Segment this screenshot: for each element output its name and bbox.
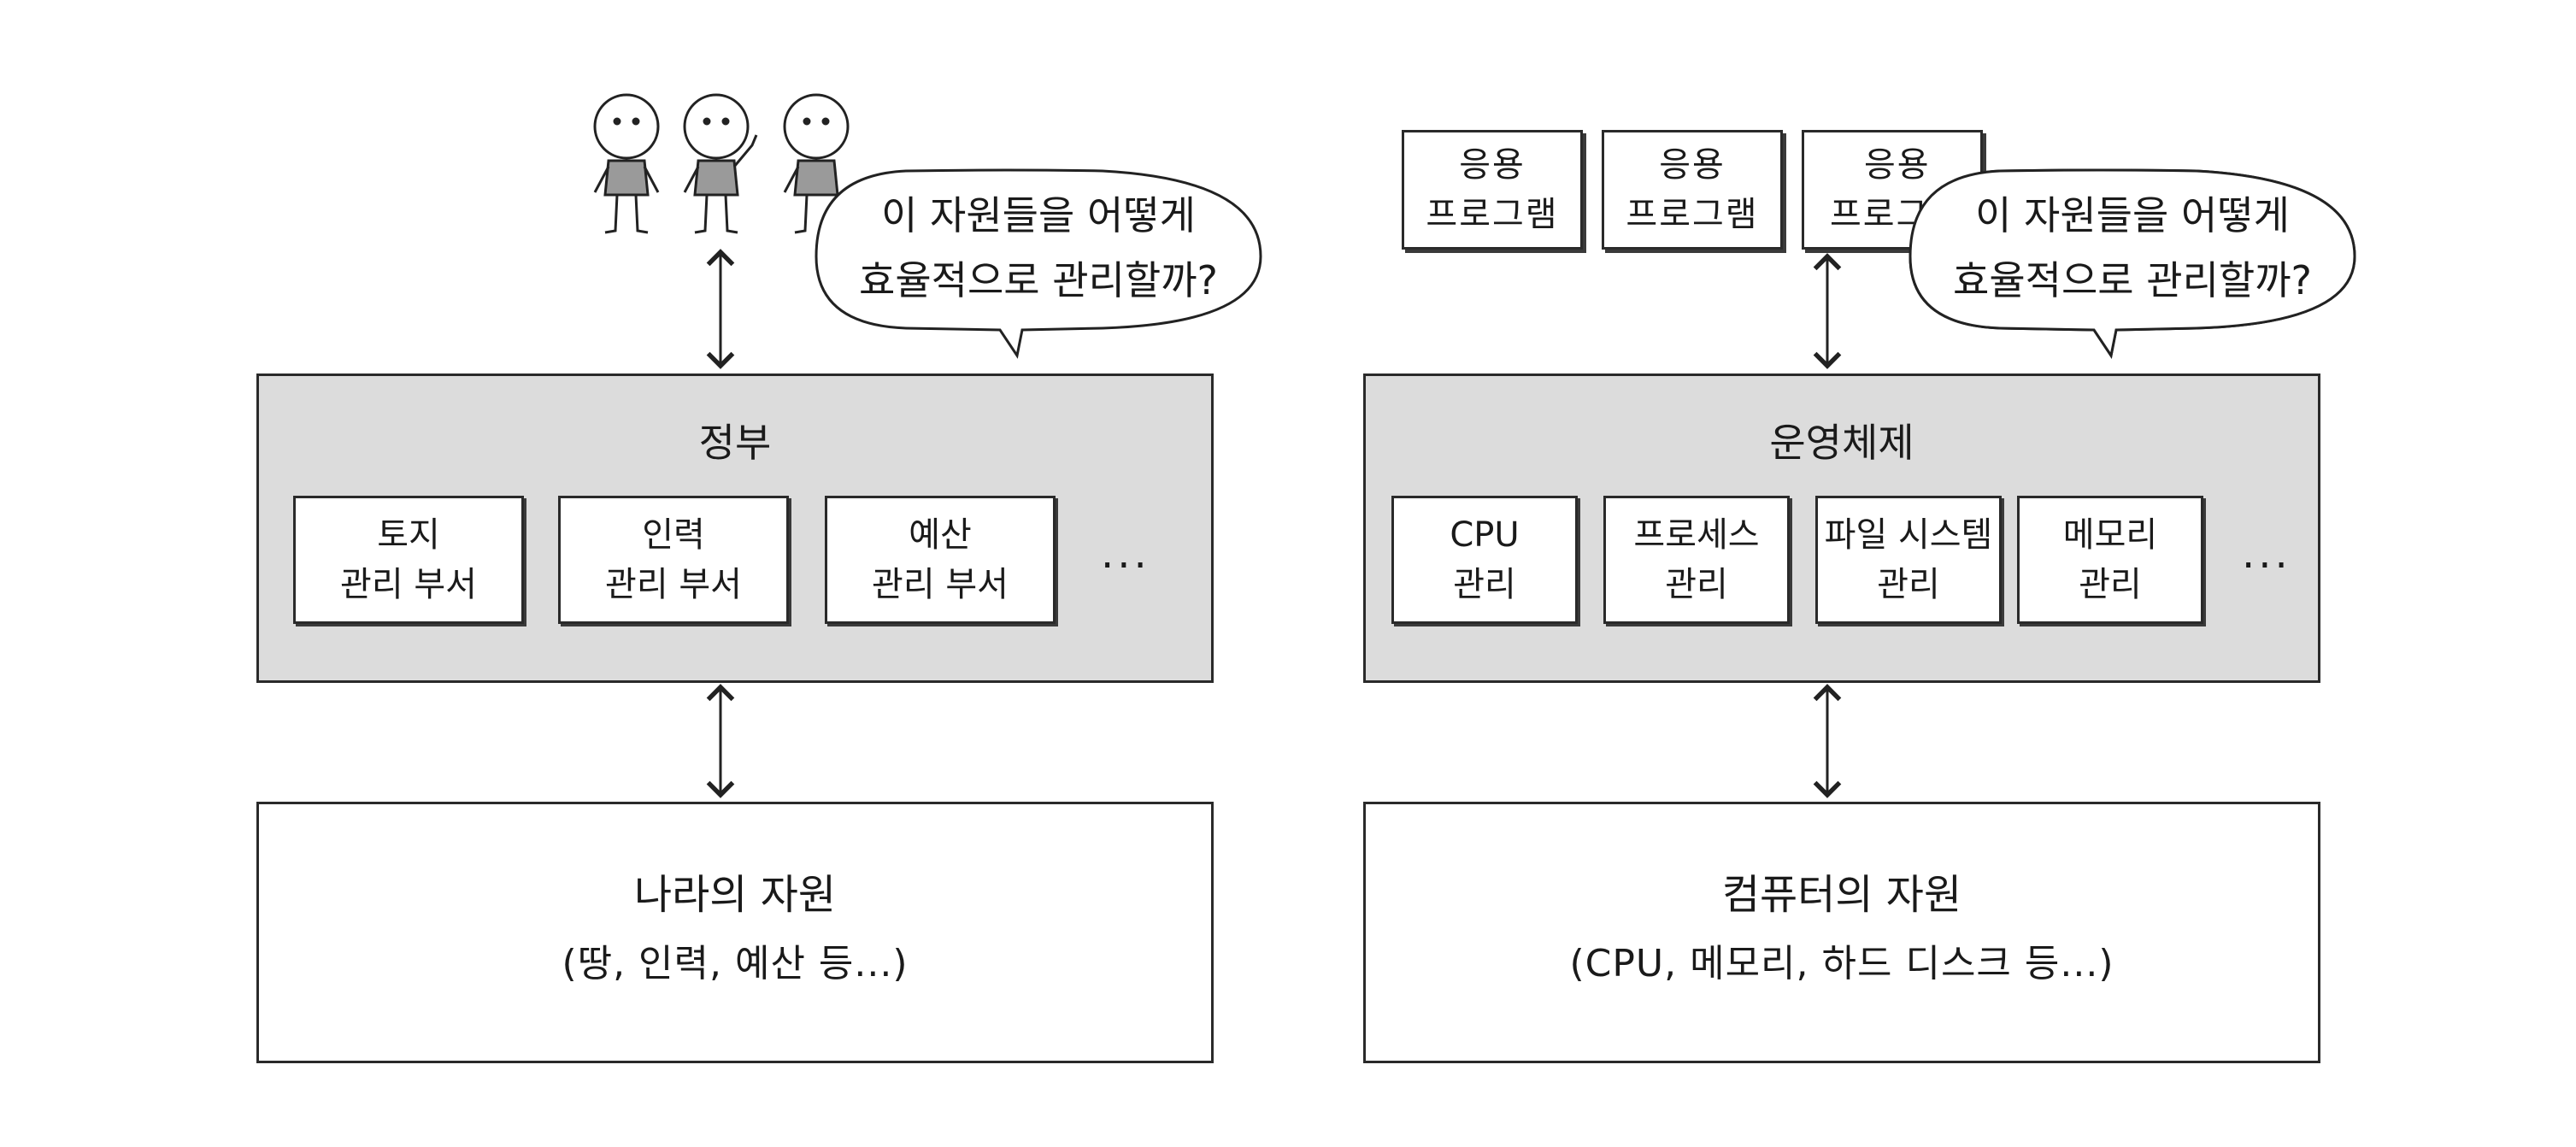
- computer-resources-box: 컴퓨터의 자원 (CPU, 메모리, 하드 디스크 등...): [1363, 802, 2320, 1063]
- application-label: 프로그: [1830, 195, 1930, 234]
- module-label: 메모리: [2062, 515, 2158, 555]
- government-title: 정부: [698, 420, 772, 466]
- ellipsis: ...: [2242, 530, 2291, 578]
- module-label: 관리: [2079, 565, 2142, 604]
- speech-bubble: [815, 168, 1262, 359]
- application-label: 응용: [1459, 145, 1526, 185]
- resources-title: 나라의 자원: [633, 871, 837, 919]
- application-box: 응용 프로그램: [1602, 130, 1783, 250]
- os-title: 운영체제: [1769, 420, 1914, 466]
- application-box: 응용 프로그램: [1402, 130, 1583, 250]
- module-label: 파일 시스템: [1824, 515, 1993, 555]
- module-box: 파일 시스템 관리: [1815, 496, 2002, 624]
- resources-detail: (땅, 인력, 예산 등...): [562, 942, 909, 985]
- left-bubble-text: 이 자원들을 어떻게 효율적으로 관리할까?: [833, 183, 1244, 313]
- right-bubble-text: 이 자원들을 어떻게 효율적으로 관리할까?: [1927, 183, 2338, 313]
- ellipsis: ...: [1101, 530, 1150, 578]
- module-label: 관리: [1877, 565, 1940, 604]
- bubble-line: 이 자원들을 어떻게: [1975, 192, 2290, 238]
- os-box: 운영체제 CPU 관리 프로세스 관리 파일 시스템 관리 메모리 관리 ...: [1363, 374, 2320, 683]
- department-label: 토지: [377, 515, 440, 555]
- department-label: 예산: [909, 515, 972, 555]
- module-label: 관리: [1665, 565, 1728, 604]
- person-icon: [683, 93, 758, 234]
- department-box: 예산 관리 부서: [825, 496, 1056, 624]
- module-box: 메모리 관리: [2017, 496, 2203, 624]
- department-box: 인력 관리 부서: [558, 496, 789, 624]
- application-label: 프로그램: [1426, 195, 1559, 234]
- department-label: 관리 부서: [605, 565, 742, 604]
- resources-detail: (CPU, 메모리, 하드 디스크 등...): [1569, 942, 2114, 985]
- module-label: 관리: [1453, 565, 1516, 604]
- person-icon: [783, 93, 850, 234]
- bubble-line: 이 자원들을 어떻게: [881, 192, 1196, 238]
- country-resources-box: 나라의 자원 (땅, 인력, 예산 등...): [256, 802, 1214, 1063]
- bubble-line: 효율적으로 관리할까?: [859, 257, 1218, 303]
- application-label: 프로그램: [1626, 195, 1759, 234]
- person-icon: [593, 93, 660, 234]
- department-label: 관리 부서: [872, 565, 1009, 604]
- module-label: 프로세스: [1633, 515, 1760, 555]
- department-label: 관리 부서: [340, 565, 477, 604]
- government-box: 정부 토지 관리 부서 인력 관리 부서 예산 관리 부서 ...: [256, 374, 1214, 683]
- department-label: 인력: [642, 515, 705, 555]
- module-box: 프로세스 관리: [1603, 496, 1790, 624]
- resources-title: 컴퓨터의 자원: [1721, 871, 1962, 919]
- module-box: CPU 관리: [1391, 496, 1578, 624]
- application-label: 응용: [1659, 145, 1726, 185]
- module-label: CPU: [1450, 515, 1520, 555]
- department-box: 토지 관리 부서: [293, 496, 524, 624]
- application-label: 응용: [1864, 145, 1931, 185]
- bubble-line: 효율적으로 관리할까?: [1953, 257, 2312, 303]
